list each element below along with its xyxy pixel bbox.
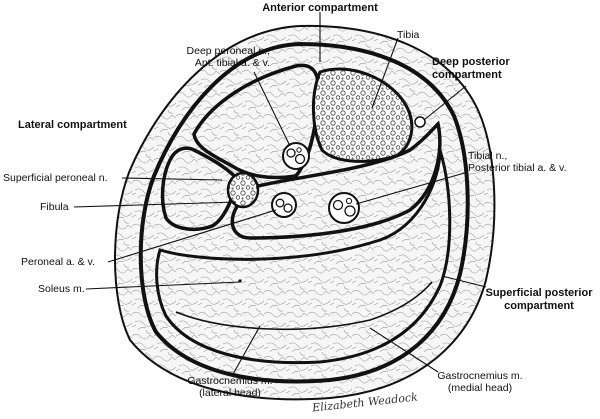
lateral-compartment-region [160, 146, 240, 232]
deep-posterior-line1: Deep posterior [432, 56, 510, 68]
tibial-line1: Tibial n., [468, 150, 508, 162]
leader-lines [73, 12, 487, 377]
deep-posterior-line2: compartment [432, 69, 502, 81]
tibia-label: Tibia [397, 29, 420, 41]
tibial-nerve-label: Tibial n., Posterior tibial a. & v. [468, 150, 566, 174]
gastrocnemius-medial-label: Gastrocnemius m. (medial head) [420, 370, 540, 394]
soleus-label: Soleus m. [38, 283, 85, 295]
gastroc-lateral-line2: (lateral head) [199, 387, 261, 399]
lateral-compartment-label: Lateral compartment [18, 119, 127, 131]
superficial-peroneal-label: Superficial peroneal n. [3, 172, 108, 184]
posterior-tibial-bundle [328, 192, 360, 224]
superficial-posterior-line2: compartment [504, 300, 574, 312]
fibula-label: Fibula [40, 201, 69, 213]
gastroc-medial-line2: (medial head) [447, 382, 513, 394]
gastroc-medial-line1: Gastrocnemius m. [437, 370, 523, 382]
peroneal-av-label: Peroneal a. & v. [21, 256, 95, 268]
soleus-marker [238, 279, 242, 283]
superficial-posterior-label: Superficial posterior compartment [480, 287, 598, 313]
superficial-posterior-line1: Superficial posterior [485, 287, 593, 299]
anterior-compartment-label: Anterior compartment [262, 2, 378, 14]
gastrocnemius-lateral-label: Gastrocnemius m. (lateral head) [170, 375, 290, 399]
tibia-bone [312, 67, 414, 163]
anterior-tibial-bundle [282, 142, 310, 170]
gastrocnemius-separation [175, 281, 433, 331]
fibula-bone [226, 171, 260, 209]
deep-peroneal-line2: Ant. tibial a. & v. [194, 57, 270, 69]
vessel-near-tibia [414, 116, 426, 128]
deep-peroneal-line1: Deep peroneal n., [186, 45, 270, 57]
tibial-line2: Posterior tibial a. & v. [468, 162, 567, 174]
deep-peroneal-label: Deep peroneal n., Ant. tibial a. & v. [120, 45, 270, 69]
deep-posterior-label: Deep posterior compartment [432, 56, 510, 82]
gastroc-lateral-line1: Gastrocnemius m. [187, 375, 273, 387]
peroneal-bundle [271, 192, 297, 218]
